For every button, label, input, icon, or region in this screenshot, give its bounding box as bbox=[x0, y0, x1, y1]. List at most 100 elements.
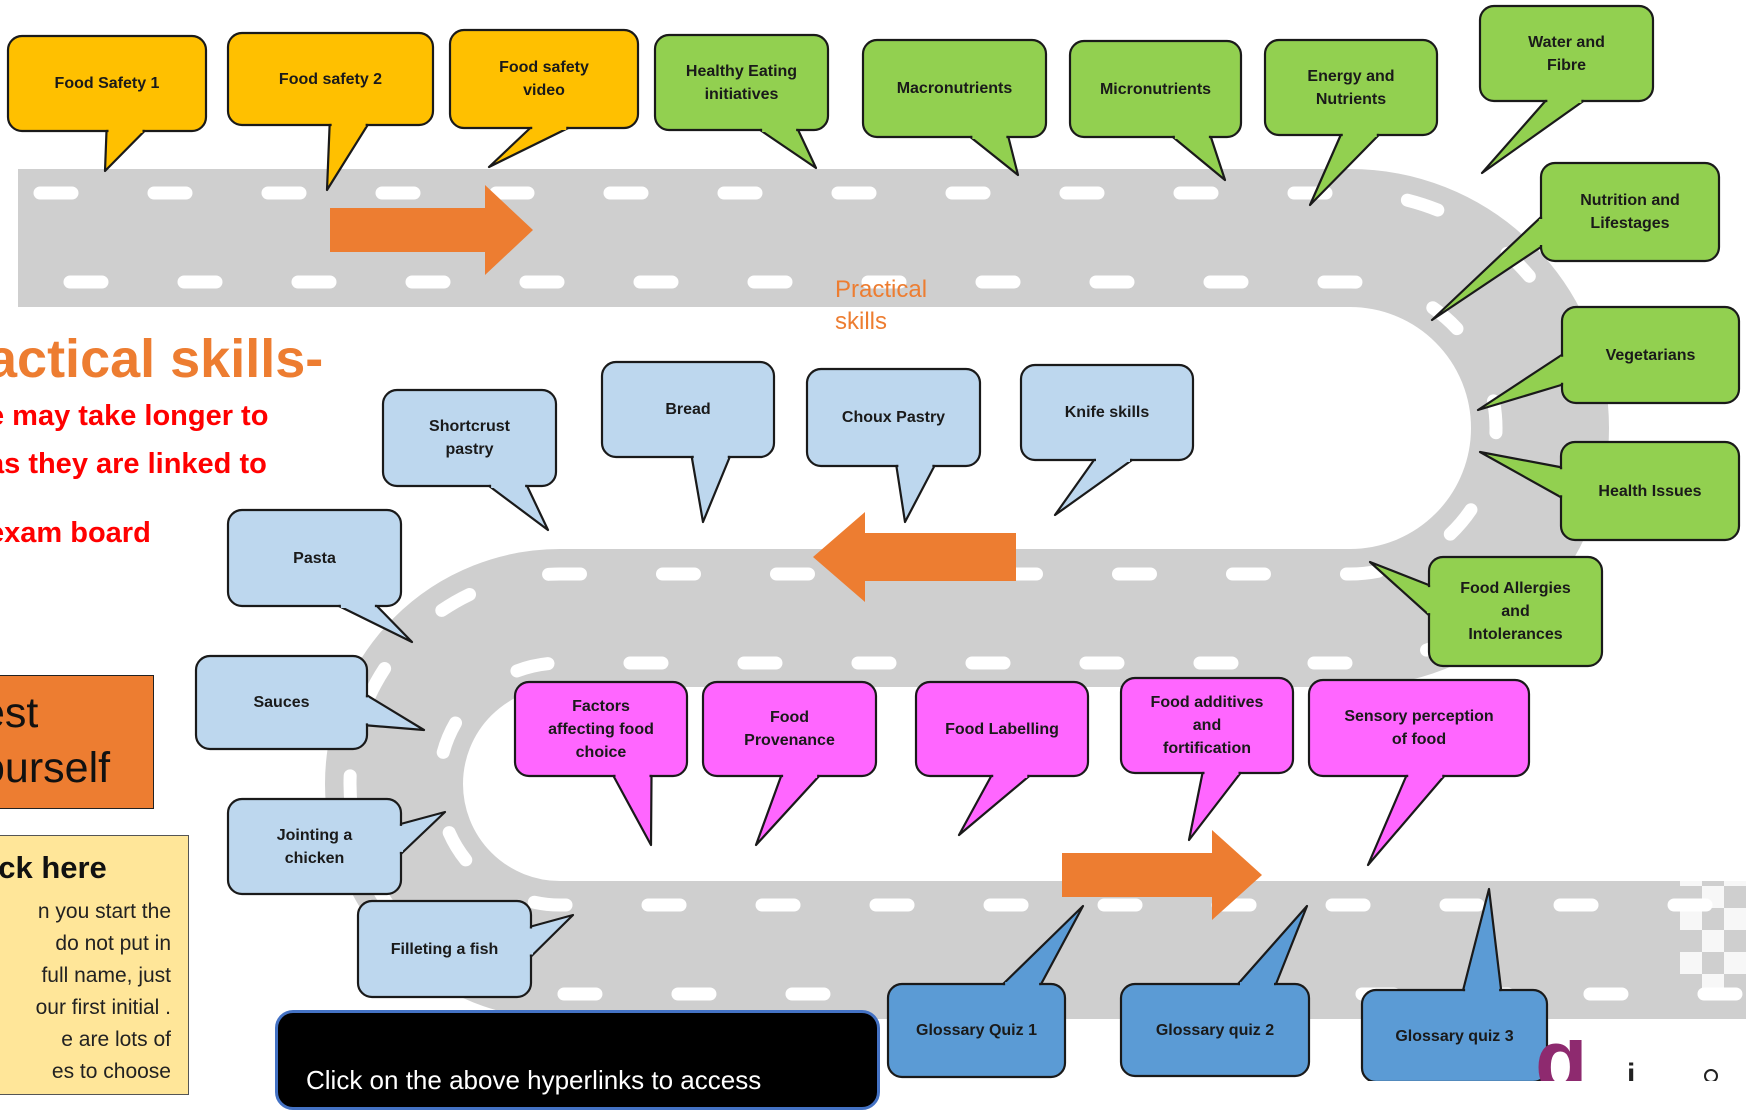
bubble-line: Filleting a fish bbox=[390, 940, 499, 958]
bubble-text: Healthy Eating initiatives bbox=[686, 60, 797, 106]
knife-skills-link[interactable]: Knife skills bbox=[1021, 365, 1193, 460]
healthy-eating-link[interactable]: Healthy Eating initiatives bbox=[655, 35, 828, 130]
bubble-text: Micronutrients bbox=[1100, 78, 1211, 101]
note-line-1: e may take longer to bbox=[0, 400, 269, 432]
pasta-bubble-shape bbox=[226, 508, 414, 644]
water-fibre-bubble-shape bbox=[1478, 4, 1655, 175]
micronutrients-link[interactable]: Micronutrients bbox=[1070, 41, 1241, 137]
bubble-line: Food safety bbox=[499, 59, 589, 76]
bubble-line: video bbox=[523, 82, 565, 99]
bubble-line: Lifestages bbox=[1590, 215, 1670, 232]
food-safety-1-link[interactable]: Food Safety 1 bbox=[8, 36, 206, 131]
glossary-quiz-2-bubble-shape bbox=[1119, 904, 1311, 1078]
bubble-text: Macronutrients bbox=[897, 77, 1013, 100]
test-yourself-button[interactable]: est ourself bbox=[0, 675, 154, 809]
logo: d i bbox=[1535, 1040, 1718, 1081]
bubble-line: Pasta bbox=[293, 549, 336, 567]
health-issues-bubble-shape bbox=[1478, 440, 1741, 542]
bubble-line: initiatives bbox=[704, 85, 779, 103]
bubble-text: Filleting a fish bbox=[391, 938, 499, 961]
instructions-text: n you start the do not put in full name,… bbox=[0, 896, 171, 1088]
click-here-link[interactable]: lick here bbox=[0, 850, 107, 885]
healthy-eating-bubble-shape bbox=[653, 33, 830, 170]
bubble-text: Bread bbox=[665, 398, 710, 421]
bubble-text: Sauces bbox=[253, 691, 309, 714]
health-issues-link[interactable]: Health Issues bbox=[1561, 442, 1739, 540]
bubble-line: affecting food bbox=[548, 720, 654, 738]
bubble-line: Food additives bbox=[1150, 694, 1264, 711]
glossary-quiz-3-bubble-shape bbox=[1360, 887, 1549, 1081]
vegetarians-bubble-shape bbox=[1476, 305, 1741, 412]
food-safety-1-bubble-shape bbox=[6, 34, 208, 173]
sensory-perception-link[interactable]: Sensory perception of food bbox=[1309, 680, 1529, 776]
bubble-line: Glossary Quiz 1 bbox=[916, 1022, 1037, 1039]
arrow-left-middle bbox=[813, 512, 1016, 602]
factors-food-choice-bubble-shape bbox=[513, 680, 689, 847]
instructions-box: lick here n you start the do not put in … bbox=[0, 835, 189, 1095]
bubble-line: Glossary quiz 3 bbox=[1395, 1027, 1514, 1045]
bread-link[interactable]: Bread bbox=[602, 362, 774, 457]
sauces-bubble-shape bbox=[194, 654, 426, 751]
bubble-line: Fibre bbox=[1546, 56, 1587, 74]
bubble-line: Nutrition and bbox=[1580, 192, 1680, 209]
choux-pastry-bubble-shape bbox=[805, 367, 982, 524]
knife-skills-bubble-shape bbox=[1019, 363, 1195, 517]
instruction-line: e are lots of bbox=[61, 1028, 171, 1051]
bubble-line: Healthy Eating bbox=[685, 62, 798, 80]
food-labelling-link[interactable]: Food Labelling bbox=[916, 682, 1088, 776]
bubble-text: Food Safety 1 bbox=[55, 72, 160, 95]
choux-pastry-link[interactable]: Choux Pastry bbox=[807, 369, 980, 466]
bubble-text: Food safety 2 bbox=[279, 68, 382, 91]
bubble-line: Nutrients bbox=[1315, 90, 1387, 108]
sauces-link[interactable]: Sauces bbox=[196, 656, 367, 749]
arrow-right-top bbox=[330, 185, 533, 275]
bubble-line: Sensory perception bbox=[1344, 708, 1494, 725]
bubble-line: Jointing a bbox=[276, 826, 353, 844]
bubble-line: Food bbox=[769, 709, 810, 726]
bubble-line: Micronutrients bbox=[1099, 80, 1212, 98]
food-safety-2-link[interactable]: Food safety 2 bbox=[228, 33, 433, 125]
bubble-line: of food bbox=[1391, 731, 1447, 748]
bubble-line: Water and bbox=[1528, 33, 1605, 51]
macronutrients-link[interactable]: Macronutrients bbox=[863, 40, 1046, 137]
glossary-quiz-2-link[interactable]: Glossary quiz 2 bbox=[1121, 984, 1309, 1076]
shortcrust-pastry-bubble-shape bbox=[381, 388, 558, 532]
road-surface bbox=[18, 169, 1746, 1019]
logo-sub: i bbox=[1627, 1058, 1635, 1081]
bubble-text: Food safety video bbox=[499, 56, 589, 102]
vegetarians-link[interactable]: Vegetarians bbox=[1562, 307, 1739, 403]
bubble-line: Sauces bbox=[253, 694, 310, 711]
pasta-link[interactable]: Pasta bbox=[228, 510, 401, 606]
glossary-quiz-1-link[interactable]: Glossary Quiz 1 bbox=[888, 984, 1065, 1077]
instruction-line: n you start the bbox=[37, 900, 171, 923]
food-additives-bubble-shape bbox=[1119, 676, 1295, 842]
bubble-line: Factors bbox=[572, 697, 630, 715]
bread-bubble-shape bbox=[600, 360, 776, 524]
nutrition-lifestages-bubble-shape bbox=[1430, 161, 1721, 322]
bubble-line: Glossary quiz 2 bbox=[1155, 1021, 1275, 1039]
food-safety-video-link[interactable]: Food safety video bbox=[450, 30, 638, 128]
glossary-quiz-3-link[interactable]: Glossary quiz 3 bbox=[1362, 990, 1547, 1082]
instruction-line: es to choose bbox=[51, 1060, 171, 1083]
bubble-text: Health Issues bbox=[1598, 480, 1701, 503]
info-box: Click on the above hyperlinks to access bbox=[275, 1010, 880, 1110]
bubble-line: Food safety 2 bbox=[278, 70, 383, 88]
food-labelling-bubble-shape bbox=[914, 680, 1090, 837]
bubble-line: Provenance bbox=[744, 732, 835, 749]
bubble-line: fortification bbox=[1163, 740, 1251, 757]
filleting-fish-link[interactable]: Filleting a fish bbox=[358, 901, 531, 997]
